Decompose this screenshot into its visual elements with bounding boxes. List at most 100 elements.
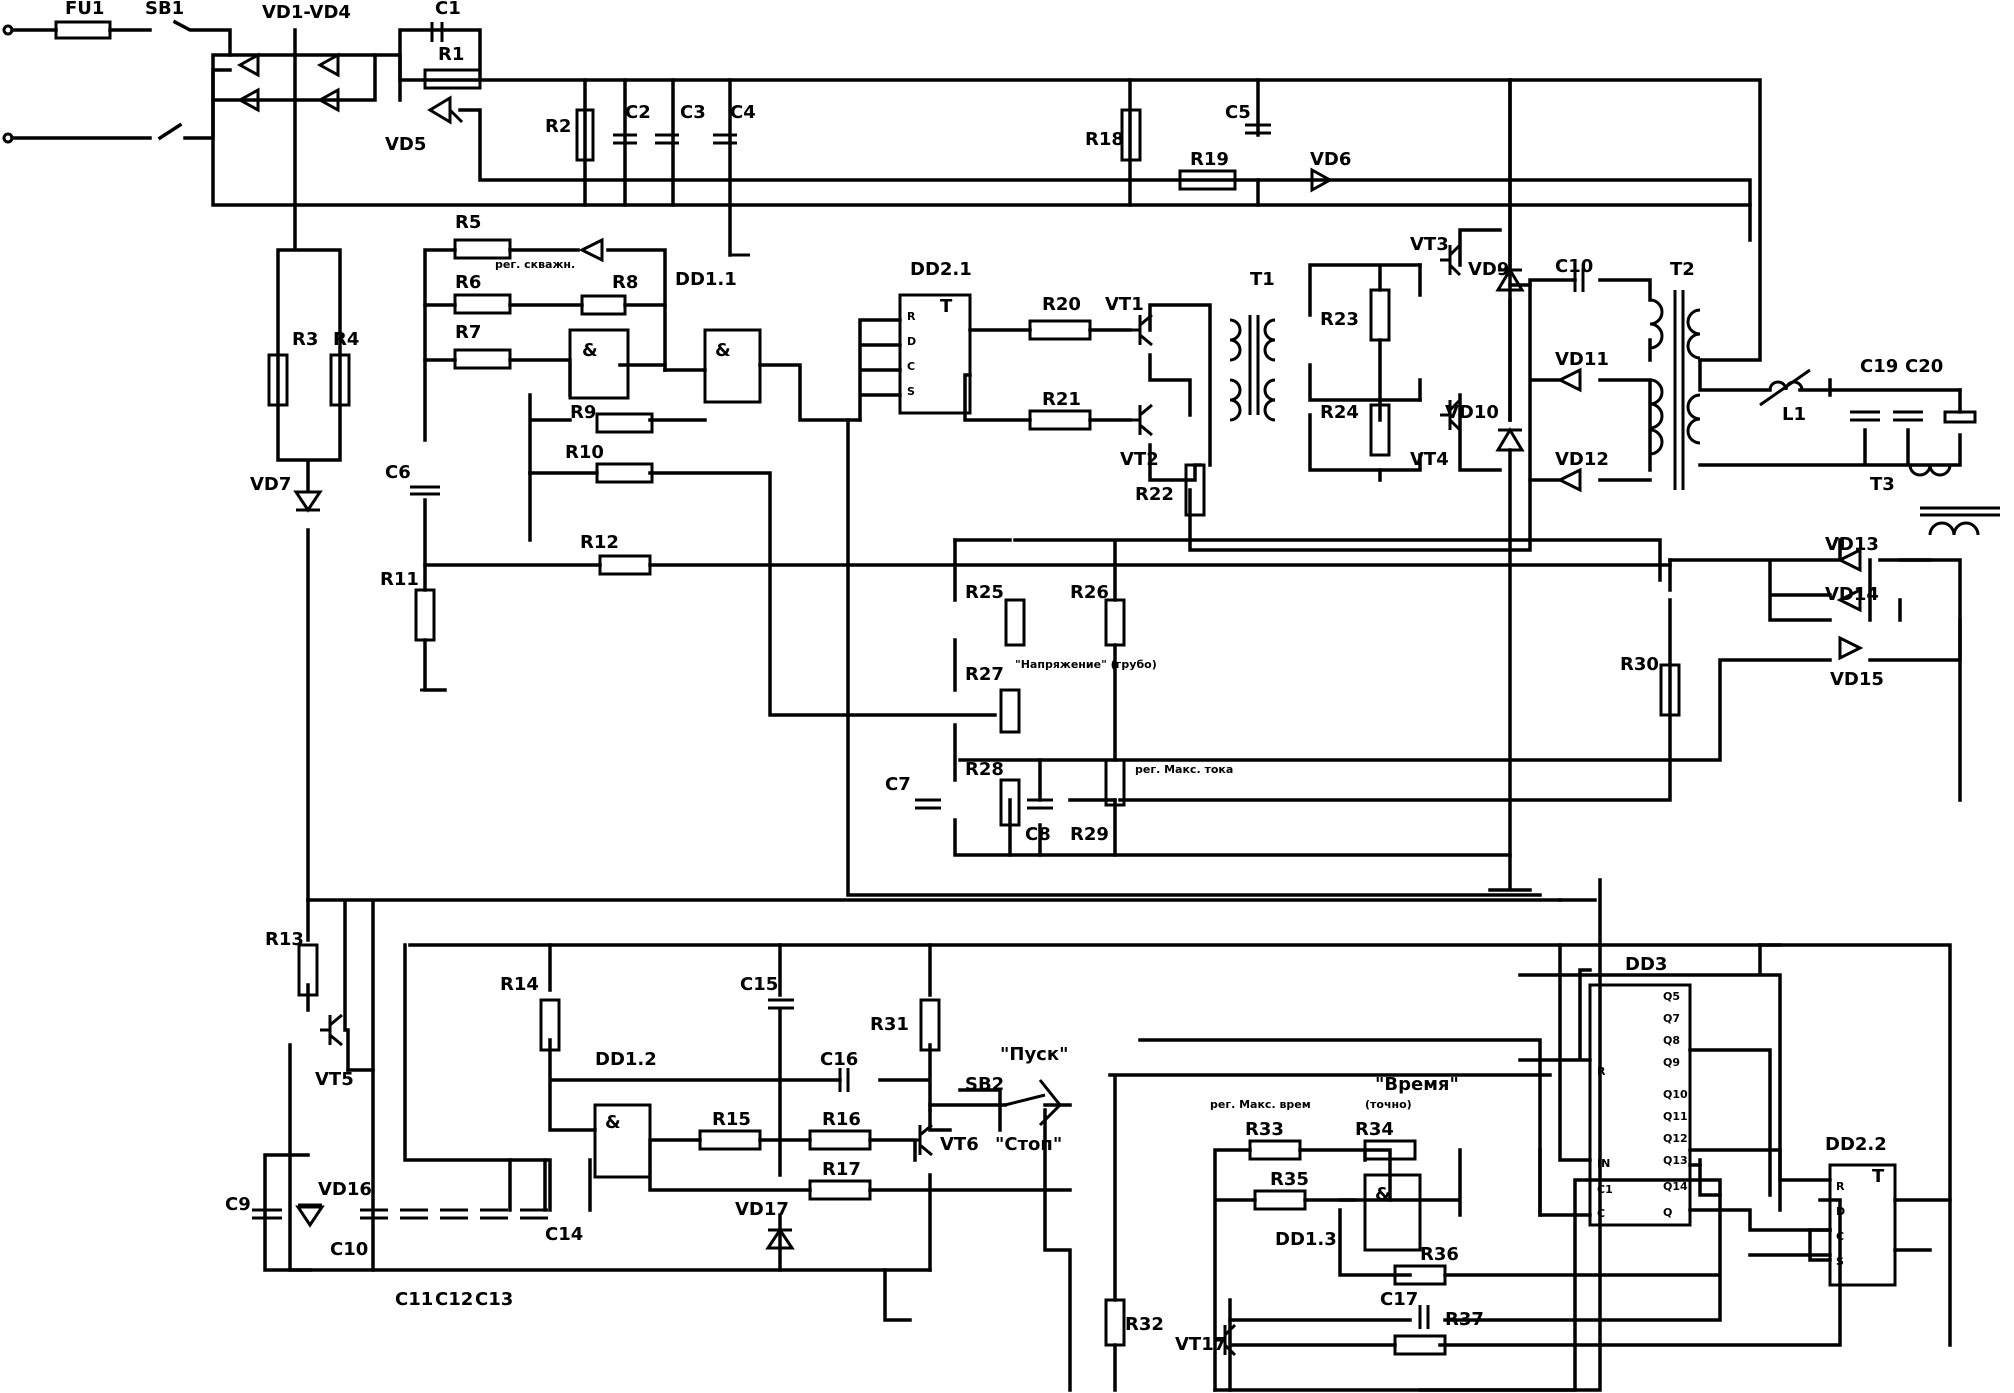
- gate-symbol: &: [605, 1112, 621, 1133]
- capacitor-c17: [1418, 1305, 1430, 1329]
- label-r33: R33: [1245, 1119, 1284, 1140]
- label-r18: R18: [1085, 129, 1124, 150]
- label-r20: R20: [1042, 294, 1081, 315]
- label-sb2: SB2: [965, 1074, 1004, 1095]
- pin-label: Q5: [1663, 990, 1680, 1003]
- capacitor-c9: [252, 1208, 282, 1220]
- pin-label: R: [1836, 1180, 1845, 1193]
- label-c2: C2: [625, 102, 651, 123]
- label-r24: R24: [1320, 402, 1359, 423]
- resistor-r9: [595, 412, 654, 434]
- label-r23: R23: [1320, 309, 1359, 330]
- label-r26: R26: [1070, 582, 1109, 603]
- pin-label: Q14: [1663, 1180, 1688, 1193]
- diode-vd15: [1838, 635, 1864, 661]
- pin-label: R: [1597, 1065, 1606, 1078]
- pin-label: C: [907, 360, 915, 373]
- pin-label: D: [1836, 1205, 1845, 1218]
- note-tochno: (точно): [1365, 1098, 1412, 1111]
- label-c16: C16: [820, 1049, 858, 1070]
- label-r6: R6: [455, 272, 481, 293]
- label-r37: R37: [1445, 1309, 1484, 1330]
- transistor-vt17: [1215, 1323, 1237, 1357]
- label-r8: R8: [612, 272, 638, 293]
- resistor-r18: [1120, 108, 1142, 162]
- resistor-r17: [808, 1179, 872, 1201]
- label-c4: C4: [730, 102, 756, 123]
- label-r28: R28: [965, 759, 1004, 780]
- potentiometer-r29: [1104, 758, 1126, 807]
- label-vt5: VT5: [315, 1069, 354, 1090]
- label-c9: C9: [225, 1194, 251, 1215]
- label-c19: C19: [1860, 356, 1898, 377]
- capacitor-c1: [430, 22, 444, 42]
- wires: [2, 19, 1962, 1392]
- label-r27: R27: [965, 664, 1004, 685]
- diode-bridge: [236, 52, 340, 113]
- components: [54, 20, 2000, 1357]
- label-fu1: FU1: [65, 0, 104, 19]
- label-vd7: VD7: [250, 474, 291, 495]
- label-r34: R34: [1355, 1119, 1394, 1140]
- resistor-r24: [1369, 403, 1391, 457]
- label-c10-bottom: C10: [330, 1239, 368, 1260]
- resistor-r21: [1028, 409, 1092, 431]
- transformer-t2: [1649, 290, 1701, 490]
- pin-label: C: [1836, 1230, 1844, 1243]
- label-r19: R19: [1190, 149, 1229, 170]
- resistor-r7: [453, 348, 512, 370]
- pin-label: Q11: [1663, 1110, 1688, 1123]
- pin-label: Q7: [1663, 1012, 1680, 1025]
- label-vd1-vd4: VD1-VD4: [262, 2, 351, 23]
- pin-label: Q13: [1663, 1154, 1688, 1167]
- label-vt2: VT2: [1120, 449, 1159, 470]
- capacitors-c19-c20: [1850, 410, 1923, 422]
- label-t2: T2: [1670, 259, 1695, 280]
- label-c12: C12: [435, 1289, 473, 1310]
- label-vd15: VD15: [1830, 669, 1884, 690]
- pin-label: Q8: [1663, 1034, 1680, 1047]
- label-r7: R7: [455, 322, 481, 343]
- transistor-vt3: [1440, 243, 1462, 277]
- label-vd6: VD6: [1310, 149, 1351, 170]
- gate-dd1-3: [1363, 1173, 1422, 1252]
- resistor-r28: [999, 778, 1021, 827]
- pin-label: Q10: [1663, 1088, 1688, 1101]
- label-r13: R13: [265, 929, 304, 950]
- label-c13: C13: [475, 1289, 513, 1310]
- pin-label: T: [940, 296, 953, 317]
- ground-symbols: [420, 253, 1530, 1322]
- label-r16: R16: [822, 1109, 861, 1130]
- resistor-r19: [1178, 169, 1237, 191]
- label-vd17: VD17: [735, 1199, 789, 1220]
- potentiometer-r8: [580, 294, 627, 316]
- label-c15: C15: [740, 974, 778, 995]
- gate-dd1-1a: [568, 328, 630, 400]
- resistor-r26: [1104, 598, 1126, 647]
- switch-sb2: [1004, 1079, 1063, 1127]
- label-pusk: "Пуск": [1000, 1044, 1068, 1065]
- resistor-r32: [1104, 1298, 1126, 1347]
- label-stop: "Стоп": [995, 1134, 1062, 1155]
- label-sb1: SB1: [145, 0, 184, 19]
- potentiometer-r27: [999, 688, 1021, 734]
- label-vd13: VD13: [1825, 534, 1879, 555]
- resistor-r10: [595, 462, 654, 484]
- label-r4: R4: [333, 329, 359, 350]
- pin-label: T: [1872, 1166, 1885, 1187]
- note-napryazhenie: "Напряжение" (грубо): [1015, 658, 1157, 671]
- labels: FU1 SB1 VD1-VD4 C1 R1 VD5 R2 C2 C3 C4 R1…: [65, 0, 1943, 1355]
- capacitor-c10: [1573, 268, 1585, 292]
- pin-label: D: [907, 335, 916, 348]
- pin-label: C: [1597, 1207, 1605, 1220]
- label-vd5: VD5: [385, 134, 426, 155]
- label-vd16: VD16: [318, 1179, 372, 1200]
- resistor-r15: [698, 1129, 762, 1151]
- pin-label: Q: [1663, 1206, 1672, 1219]
- note-reg-maks-toka: рег. Макс. тока: [1135, 763, 1233, 776]
- label-vt1: VT1: [1105, 294, 1144, 315]
- resistor-r2: [575, 108, 595, 162]
- pin-label: S: [907, 385, 915, 398]
- label-c10: C10: [1555, 256, 1593, 277]
